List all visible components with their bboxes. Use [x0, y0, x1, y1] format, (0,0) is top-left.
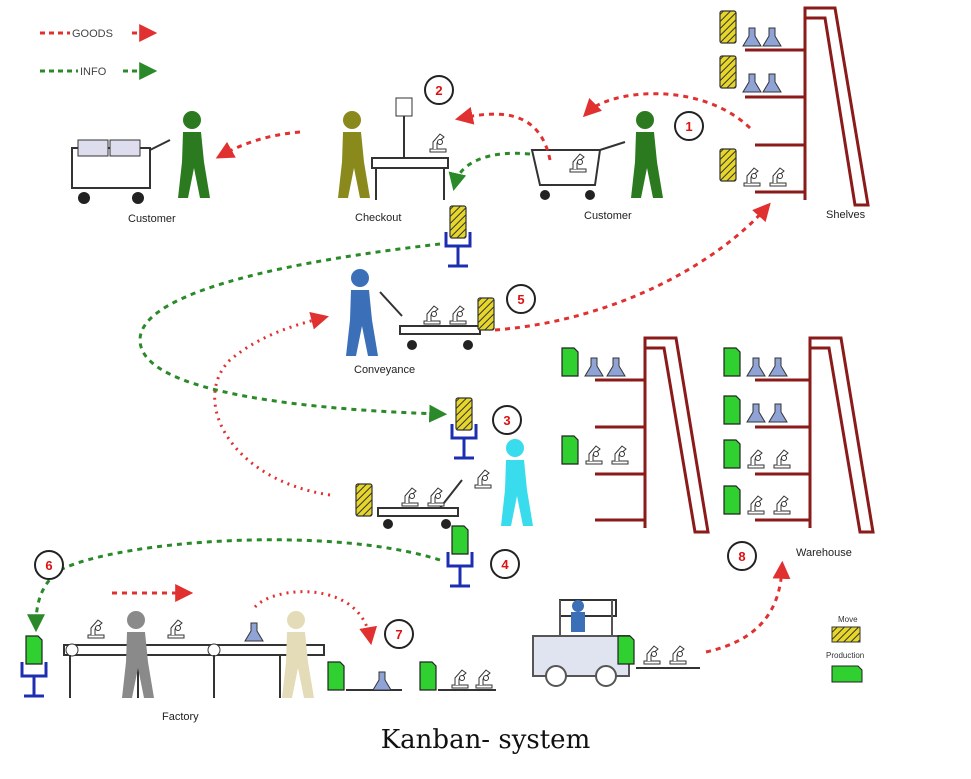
svg-text:5: 5 [517, 292, 524, 307]
checkout-figure [338, 97, 449, 200]
info-flow-arrows [27, 151, 531, 633]
warehouse-rack-left [561, 336, 710, 534]
checkout-kanban-post [444, 205, 472, 268]
goods-arrow-conveyance-to-shelves [494, 202, 771, 332]
svg-text:8: 8 [738, 549, 745, 564]
legend-goods: GOODS [40, 24, 158, 42]
step-badge-7: 7 [384, 619, 414, 649]
legend: GOODS INFO [40, 24, 158, 80]
svg-text:6: 6 [45, 558, 52, 573]
goods-flow-arrows [112, 92, 791, 654]
goods-arrow-shelves-to-customer [582, 92, 752, 130]
kanban-legend-move: Move [838, 615, 858, 624]
info-arrow-customer-to-checkout-post [448, 151, 531, 192]
step-badge-2: 2 [424, 75, 454, 105]
finished-goods-station [327, 661, 496, 691]
step-badge-4: 4 [490, 549, 520, 579]
svg-text:2: 2 [435, 83, 442, 98]
warehouse-label: Warehouse [796, 547, 852, 559]
customer-right-figure [530, 111, 663, 200]
loading-cart [355, 479, 463, 529]
loading-worker [474, 439, 533, 526]
legend-info-label: INFO [80, 66, 107, 78]
forklift-figure [532, 599, 700, 687]
kanban-legend-production: Production [826, 651, 864, 660]
legend-goods-label: GOODS [72, 28, 113, 40]
factory-label: Factory [162, 711, 199, 723]
conveyance-figure [346, 269, 495, 356]
customer-right-label: Customer [584, 210, 632, 222]
svg-text:7: 7 [395, 627, 402, 642]
step-badge-1: 1 [674, 111, 704, 141]
info-arrow-post-to-step3 [138, 242, 448, 423]
step4-kanban-post [446, 525, 474, 588]
step-badge-6: 6 [34, 550, 64, 580]
legend-info: INFO [40, 62, 158, 80]
customer-left-label: Customer [128, 213, 176, 225]
checkout-label: Checkout [355, 212, 401, 224]
shelves-rack [719, 6, 870, 207]
goods-arrow-checkout-to-customer [215, 130, 301, 159]
goods-arrow-forklift-to-warehouse [705, 560, 791, 654]
shelves-label: Shelves [826, 209, 866, 221]
kanban-card-legend: Move Production [826, 615, 864, 683]
factory-line [63, 611, 325, 698]
step-badges: 1 2 3 4 5 6 7 8 [34, 75, 757, 649]
step-badge-8: 8 [727, 541, 757, 571]
svg-text:1: 1 [685, 119, 692, 134]
goods-arrow-factory-to-output [253, 590, 378, 646]
factory-kanban-post [20, 635, 48, 698]
warehouse-rack-right [723, 336, 875, 534]
conveyance-label: Conveyance [354, 364, 415, 376]
svg-text:3: 3 [503, 413, 510, 428]
goods-arrow-loading-to-conveyance [213, 311, 331, 497]
step3-kanban-post [450, 397, 478, 460]
step-badge-3: 3 [492, 405, 522, 435]
step-badge-5: 5 [506, 284, 536, 314]
svg-text:4: 4 [501, 557, 509, 572]
customer-left-figure [71, 111, 210, 204]
diagram-caption: Kanban- system [380, 725, 591, 755]
info-arrow-step4-to-factory [27, 538, 441, 633]
